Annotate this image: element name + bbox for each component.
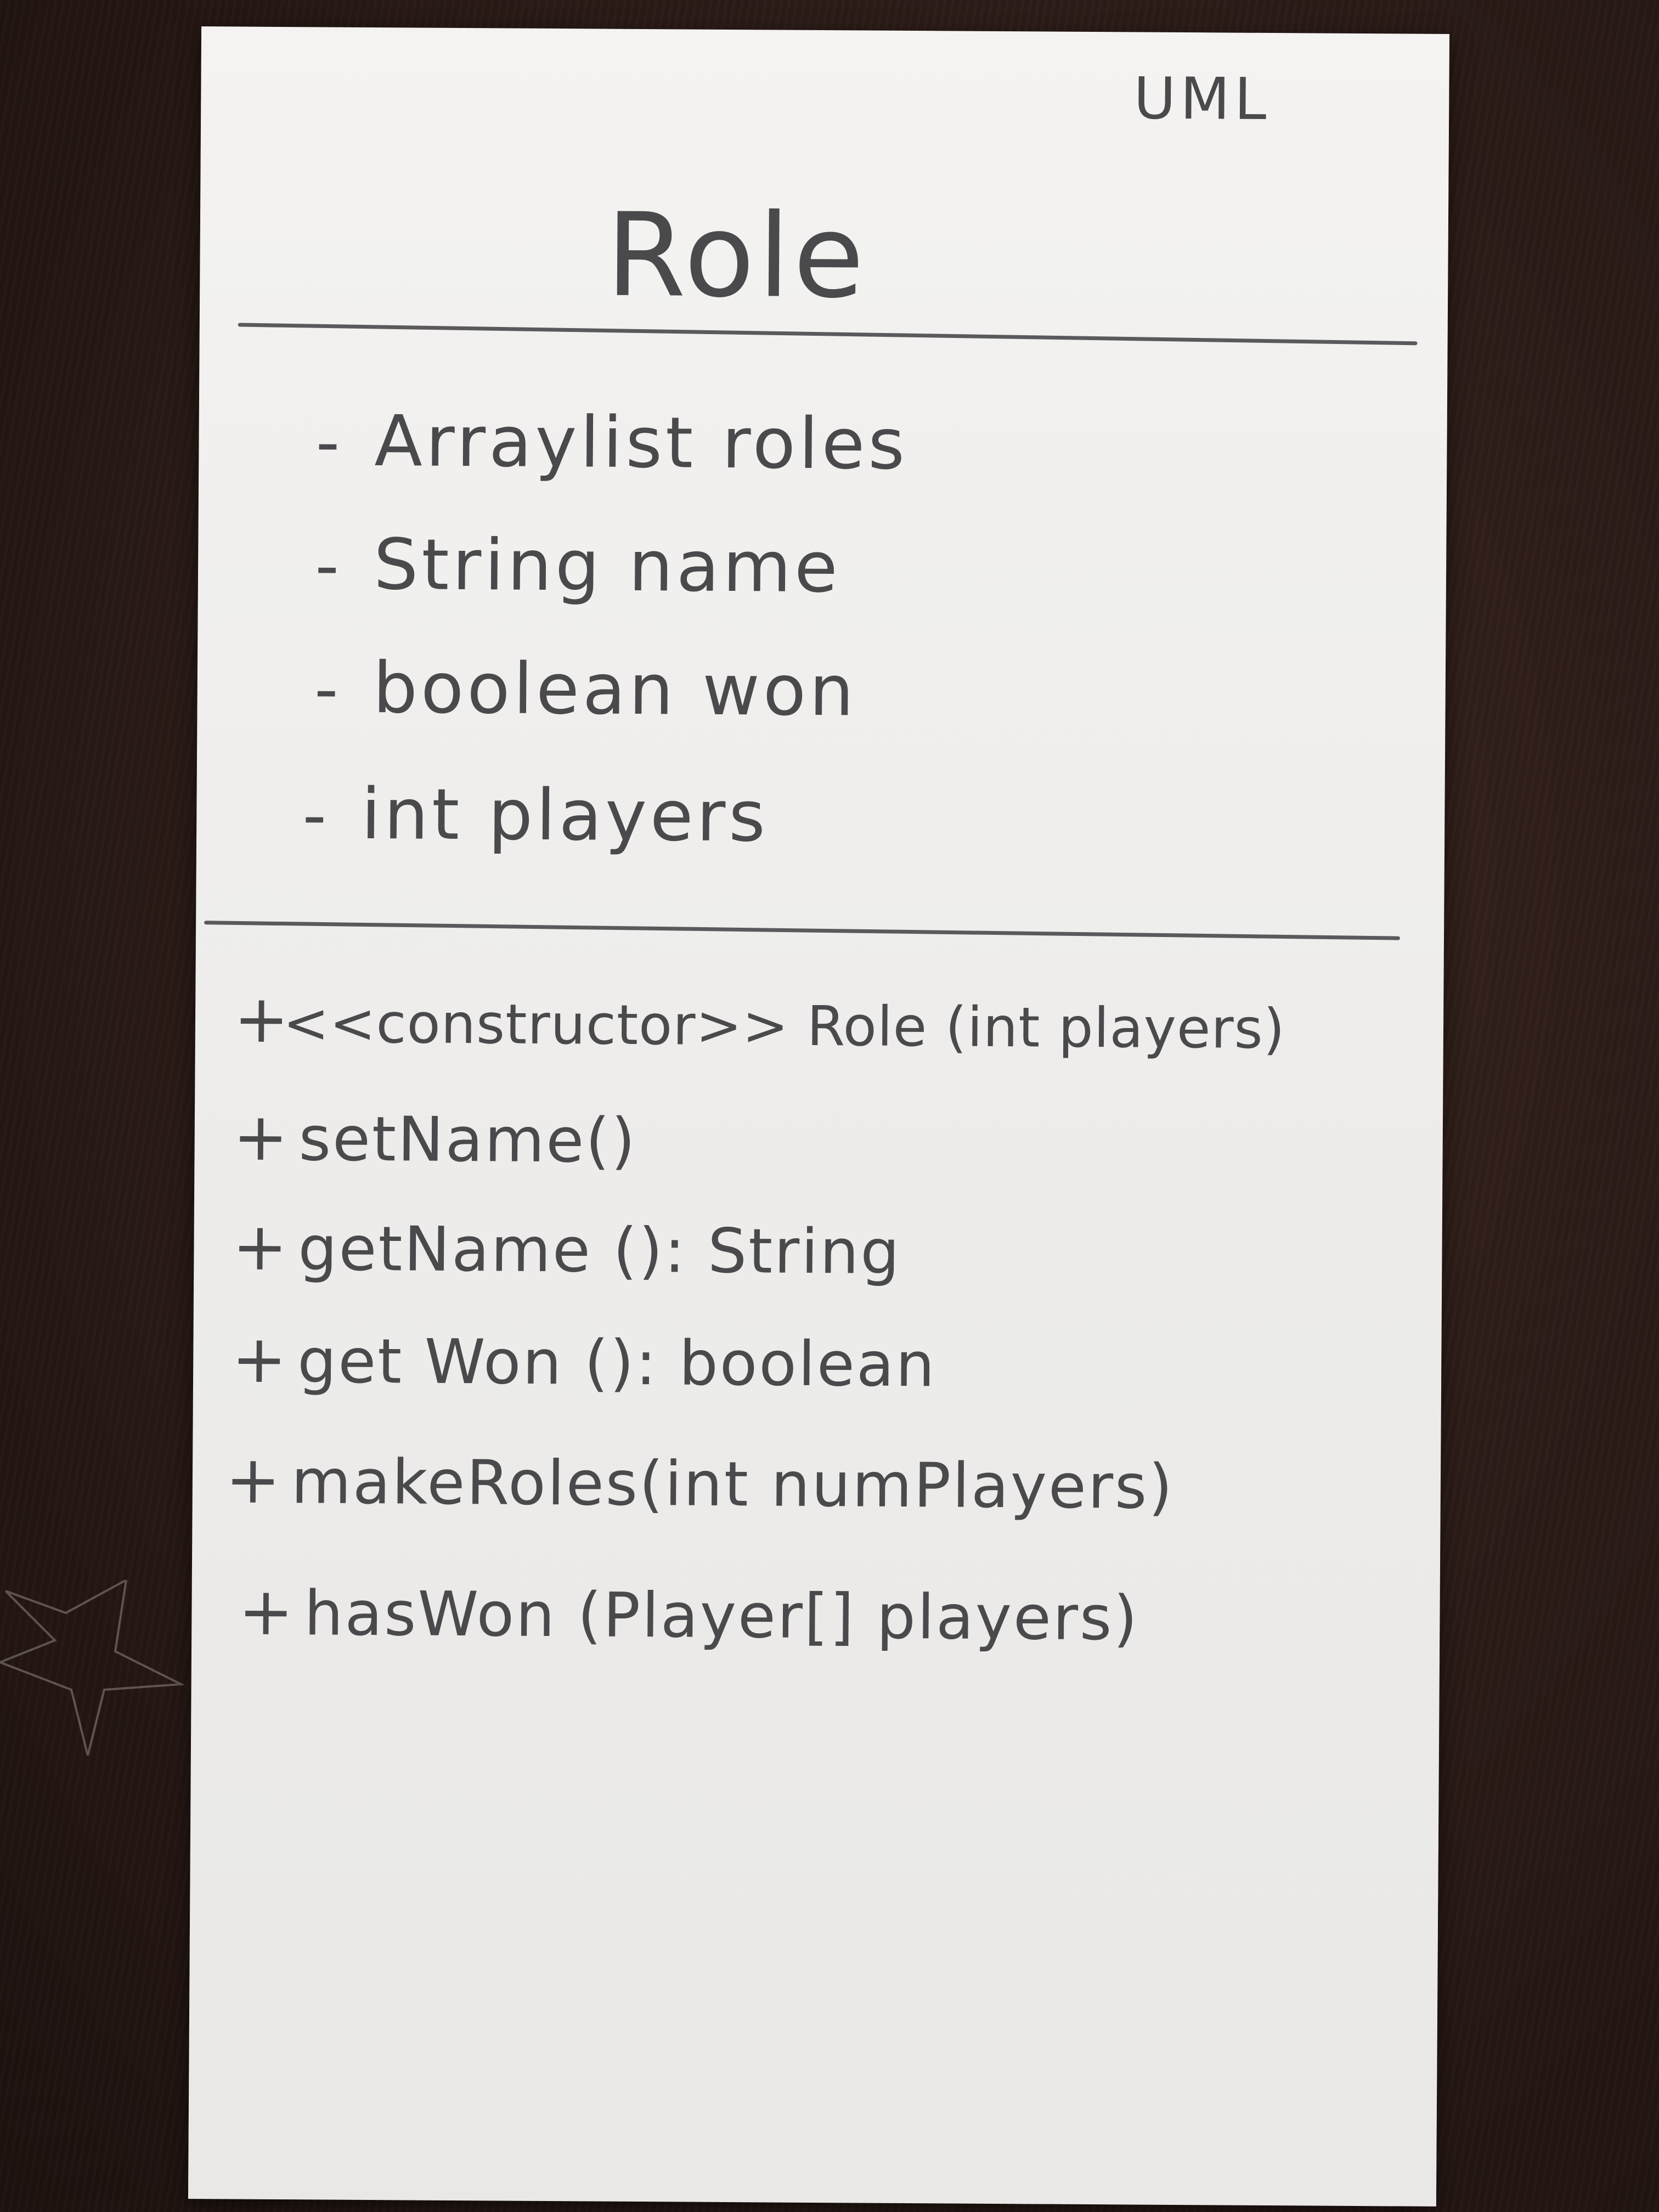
- operation-row: + <<constructor>> Role (int players): [234, 981, 1286, 1064]
- public-visibility-marker: +: [232, 1209, 288, 1286]
- uml-index-card: UML Role - Arraylist roles - String name…: [188, 26, 1450, 2207]
- operation-row: + setName(): [233, 1099, 637, 1177]
- operation-text: makeRoles(int numPlayers): [291, 1446, 1175, 1523]
- operation-text: get Won (): boolean: [297, 1325, 936, 1401]
- attribute-text: String name: [373, 524, 842, 609]
- private-visibility-marker: -: [302, 777, 327, 854]
- attribute-text: int players: [360, 773, 769, 858]
- operation-row: + get Won (): boolean: [232, 1321, 936, 1402]
- operation-row: + hasWon (Player[] players): [238, 1574, 1139, 1656]
- attribute-row: - Arraylist roles: [308, 400, 908, 486]
- attribute-row: - boolean won: [307, 647, 857, 732]
- operation-text: getName (): String: [298, 1213, 901, 1288]
- class-name: Role: [605, 188, 868, 324]
- class-name-divider: [238, 323, 1418, 346]
- operation-text: hasWon (Player[] players): [304, 1578, 1139, 1655]
- operation-text: <<constructor>> Role (int players): [283, 991, 1286, 1062]
- attributes-divider: [204, 921, 1400, 940]
- attribute-text: Arraylist roles: [374, 400, 909, 486]
- uml-corner-label: UML: [1133, 65, 1271, 133]
- private-visibility-marker: -: [315, 404, 340, 481]
- public-visibility-marker: +: [233, 981, 290, 1058]
- public-visibility-marker: +: [231, 1321, 287, 1398]
- table-scratch-star-mark: [0, 1580, 185, 1756]
- attribute-row: - String name: [308, 523, 842, 609]
- operation-row: + getName (): String: [232, 1209, 901, 1289]
- private-visibility-marker: -: [314, 651, 338, 728]
- public-visibility-marker: +: [238, 1573, 294, 1651]
- public-visibility-marker: +: [225, 1442, 281, 1519]
- public-visibility-marker: +: [233, 1099, 289, 1176]
- attribute-text: boolean won: [373, 647, 857, 732]
- operation-text: setName(): [298, 1103, 637, 1177]
- private-visibility-marker: -: [315, 528, 340, 605]
- attribute-row: - int players: [295, 773, 769, 858]
- operation-row: + makeRoles(int numPlayers): [225, 1442, 1175, 1524]
